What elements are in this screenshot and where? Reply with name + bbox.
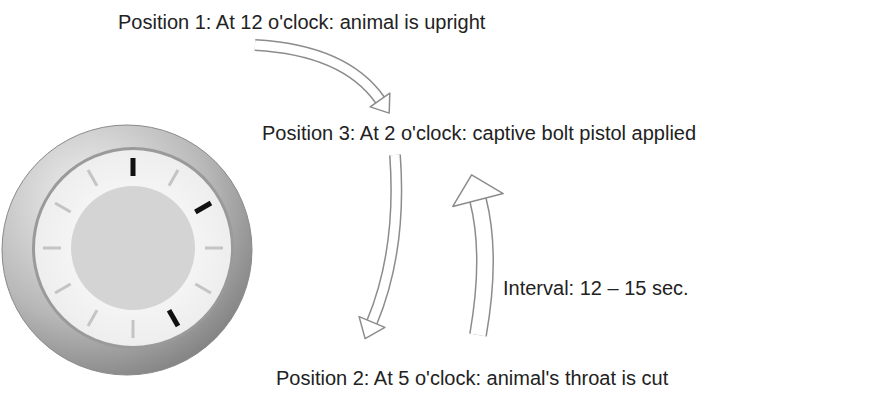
- dial: [2, 125, 252, 375]
- arrow-outline: [255, 45, 380, 100]
- arrow-body: [372, 155, 396, 322]
- arrow-body: [478, 200, 485, 335]
- arrow-outline: [372, 155, 396, 322]
- dial-face: [35, 150, 231, 346]
- arrow-head: [359, 317, 385, 339]
- dial-tick: [43, 247, 61, 250]
- position-label: Position 2: At 5 o'clock: animal's throa…: [276, 366, 668, 390]
- dial-ring: [2, 125, 252, 375]
- position-label: Position 1: At 12 o'clock: animal is upr…: [118, 10, 485, 34]
- dial-tick: [205, 247, 223, 250]
- dial-center: [71, 186, 195, 310]
- dial-rim: [32, 147, 234, 349]
- position-label: Position 3: At 2 o'clock: captive bolt p…: [262, 121, 696, 145]
- dial-tick: [195, 203, 211, 212]
- dial-tick: [88, 170, 97, 186]
- cycle-arrows: [255, 45, 503, 339]
- dial-tick: [55, 203, 71, 212]
- dial-tick: [131, 158, 136, 176]
- dial-tick: [88, 310, 97, 326]
- dial-tick: [195, 284, 211, 293]
- arrow-head: [370, 93, 390, 113]
- interval-label: Interval: 12 – 15 sec.: [503, 276, 689, 300]
- arrow-outline: [478, 200, 485, 335]
- dial-tick: [132, 320, 135, 338]
- dial-tick: [169, 310, 178, 326]
- dial-tick: [55, 284, 71, 293]
- arrow-body: [255, 45, 380, 100]
- dial-ticks: [43, 158, 223, 338]
- arrow-head: [453, 175, 503, 207]
- dial-tick: [169, 170, 178, 186]
